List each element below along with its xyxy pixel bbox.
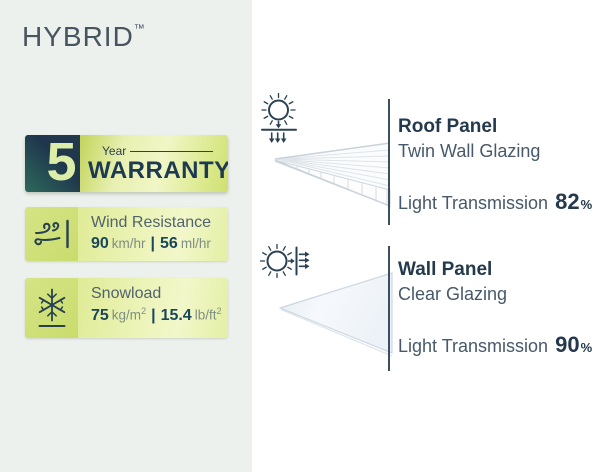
warranty-badge: 5 Year WARRANTY [25,135,228,192]
wind-resistance-badge: Wind Resistance 90 km/hr | 56 ml/hr [25,207,228,261]
roof-light-transmission-row: Light Transmission 82 % [398,189,592,215]
snow-metric-unit-sup: 2 [141,306,147,316]
roof-light-transmission-unit: % [580,197,593,212]
snow-metric-unit-base: kg/m [111,307,142,323]
wind-metric-unit: km/hr [111,236,146,251]
sun-rays-through-wall-icon [259,243,310,279]
wall-light-transmission-row: Light Transmission 90 % [398,332,592,358]
warranty-number-cell: 5 [25,135,80,192]
roof-light-transmission-value: 82 [555,189,580,214]
wind-resistance-label: Wind Resistance [91,214,212,231]
wall-section-divider-line [388,246,390,371]
snowload-values: 75 kg/m2 | 15.4 lb/ft2 [91,306,228,325]
brand-title-text: HYBRID [22,21,134,52]
snowload-body: Snowload 75 kg/m2 | 15.4 lb/ft2 [78,278,228,338]
roof-light-transmission-label: Light Transmission [398,193,549,213]
warranty-year-underline [130,151,213,152]
roof-section-divider-line [388,99,390,225]
snowload-badge: Snowload 75 kg/m2 | 15.4 lb/ft2 [25,278,228,338]
wall-panel-title: Wall Panel [398,259,493,280]
brand-title: HYBRID™ [22,21,145,53]
snow-metric-unit: kg/m2 [112,306,146,323]
snowload-label: Snowload [91,285,162,302]
wall-light-transmission-value: 90 [555,332,580,357]
wind-resistance-values: 90 km/hr | 56 ml/hr [91,235,228,253]
wind-resistance-body: Wind Resistance 90 km/hr | 56 ml/hr [78,207,228,261]
wall-light-transmission-unit: % [580,340,593,355]
snowflake-icon [38,288,65,327]
wind-separator: | [150,235,156,252]
sun-rays-down-through-roof-icon [261,92,297,143]
snow-metric-value: 75 [91,306,109,324]
wall-panel-illustration [279,272,393,357]
wall-light-transmission-label: Light Transmission [398,336,549,356]
roof-panel-title: Roof Panel [398,116,498,137]
wind-imperial-unit: ml/hr [180,236,211,251]
snow-separator: | [151,306,156,324]
wind-imperial-value: 56 [160,235,178,252]
snow-imperial-unit: lb/ft2 [195,306,222,323]
roof-panel-subtitle: Twin Wall Glazing [398,141,541,161]
snow-icon-cell [25,278,78,338]
warranty-number: 5 [46,135,77,192]
wind-metric-value: 90 [91,235,109,252]
warranty-label-cell: Year WARRANTY [80,135,228,192]
wind-icon-cell [25,207,78,261]
wind-gust-icon [33,219,69,249]
snow-imperial-value: 15.4 [160,306,192,324]
roof-panel-illustration [274,142,391,207]
warranty-label: WARRANTY [88,157,228,184]
wall-panel-subtitle: Clear Glazing [398,284,508,304]
snow-imperial-unit-sup: 2 [216,306,222,316]
warranty-year-label: Year [102,144,127,158]
snow-imperial-unit-base: lb/ft [194,307,217,323]
trademark-symbol: ™ [133,23,145,35]
